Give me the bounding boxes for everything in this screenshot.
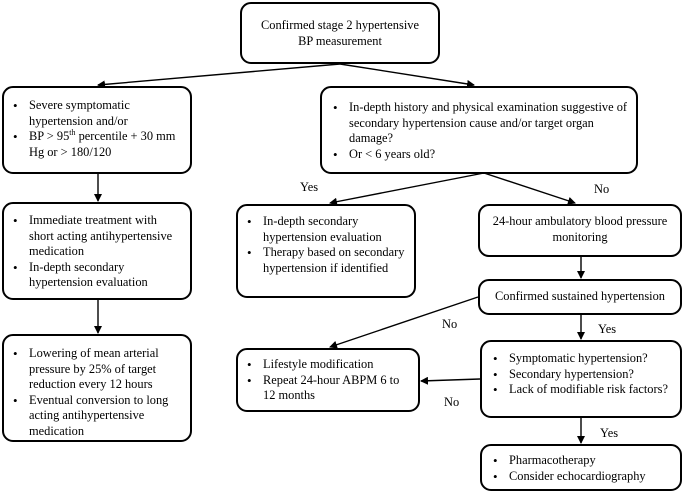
lowering-node-bullet2: Eventual conversion to long acting antih… <box>8 393 184 440</box>
arrow-sustained-to-lifestyle <box>329 296 479 349</box>
secondary-eval-bullet2: Therapy based on secondary hypertension … <box>242 245 408 276</box>
secondary-eval-bullet1: In-depth secondary hypertension evaluati… <box>242 214 408 245</box>
edge-label-yes-3: Yes <box>600 426 619 440</box>
symptomatic-node-bullet3: Lack of modifiable risk factors? <box>488 382 674 398</box>
pharma-node-bullet2: Consider echocardiography <box>488 469 674 485</box>
arrow-history-to-abpm <box>483 172 576 205</box>
arrow-start-to-severe <box>97 63 341 89</box>
abpm-node: 24-hour ambulatory blood pressure monito… <box>478 204 682 257</box>
edge-label-no-1: No <box>594 182 610 196</box>
symptomatic-node-bullet1: Symptomatic hypertension? <box>488 351 674 367</box>
history-node: In-depth history and physical examinatio… <box>320 86 638 174</box>
percentile-superscript: th <box>69 127 76 137</box>
arrow-start-to-history <box>339 63 475 88</box>
history-node-bullet1: In-depth history and physical examinatio… <box>328 100 630 147</box>
abpm-node-line2: monitoring <box>552 229 608 244</box>
bp-threshold-text-rest: percentile + 30 mm Hg or > 180/120 <box>29 129 176 159</box>
edge-label-no-3: No <box>444 395 460 409</box>
arrow-symptomatic-to-lifestyle <box>420 376 481 385</box>
edge-label-no-2: No <box>442 317 458 331</box>
severe-node-bullet1: Severe symptomatic hypertension and/or <box>8 98 184 129</box>
lifestyle-node-bullet2: Repeat 24-hour ABPM 6 to 12 months <box>242 373 412 404</box>
edge-label-yes-2: Yes <box>598 322 617 336</box>
severe-node: Severe symptomatic hypertension and/or B… <box>2 86 192 174</box>
lowering-node-bullet1: Lowering of mean arterial pressure by 25… <box>8 346 184 393</box>
start-node-line2: BP measurement <box>298 33 382 48</box>
start-node-line1: Confirmed stage 2 hypertensive <box>261 18 419 32</box>
start-node: Confirmed stage 2 hypertensive BP measur… <box>240 2 440 64</box>
immediate-node-bullet1: Immediate treatment with short acting an… <box>8 213 184 260</box>
immediate-node: Immediate treatment with short acting an… <box>2 202 192 300</box>
abpm-node-line1: 24-hour ambulatory blood pressure <box>492 214 668 228</box>
lowering-node: Lowering of mean arterial pressure by 25… <box>2 334 192 442</box>
arrow-history-to-secondary <box>329 172 485 206</box>
secondary-eval-node: In-depth secondary hypertension evaluati… <box>236 204 416 298</box>
sustained-node-text: Confirmed sustained hypertension <box>495 289 665 303</box>
sustained-node: Confirmed sustained hypertension <box>478 279 682 315</box>
bp-threshold-text: BP > 95 <box>29 129 70 143</box>
history-node-bullet2: Or < 6 years old? <box>328 147 630 163</box>
pharma-node: Pharmacotherapy Consider echocardiograph… <box>480 444 682 491</box>
severe-node-bullet2: BP > 95th percentile + 30 mm Hg or > 180… <box>8 127 184 160</box>
lifestyle-node: Lifestyle modification Repeat 24-hour AB… <box>236 348 420 412</box>
symptomatic-node-bullet2: Secondary hypertension? <box>488 367 674 383</box>
pharma-node-bullet1: Pharmacotherapy <box>488 453 674 469</box>
lifestyle-node-bullet1: Lifestyle modification <box>242 357 412 373</box>
immediate-node-bullet2: In-depth secondary hypertension evaluati… <box>8 260 184 291</box>
symptomatic-node: Symptomatic hypertension? Secondary hype… <box>480 340 682 418</box>
edge-label-yes-1: Yes <box>300 180 319 194</box>
